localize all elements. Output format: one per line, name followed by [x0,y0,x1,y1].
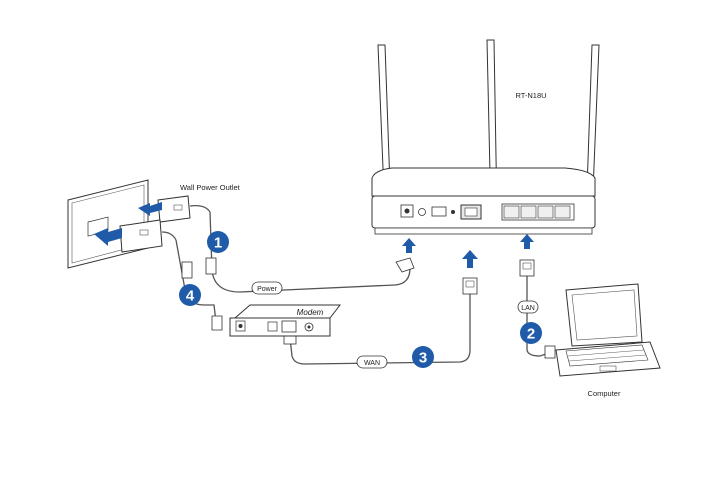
modem-power-adapter [119,219,177,253]
router-wan-port [460,204,482,220]
modem-ethernet-port [281,320,297,333]
modem-phone-port [267,321,278,332]
wan-cable-tag: WAN [356,355,388,369]
power-cable-tag: Power [251,281,283,295]
modem-power-cable-ferrite [181,261,193,279]
router: RT-N18U [371,39,600,235]
laptop-keyboard [565,344,649,367]
wan-cable-label: WAN [364,360,380,367]
router-lan-port-1 [503,205,520,219]
step-number: 4 [186,288,195,305]
modem-label: Modem [297,308,324,317]
router-lan-port-3 [537,205,554,219]
lan-cable [526,272,553,357]
computer-label: Computer [588,389,621,398]
step-number: 2 [527,326,535,343]
power-cable [209,211,411,293]
router-lan-port-4 [554,205,571,219]
modem-power-port [235,320,246,332]
lan-rj45-plug [519,259,535,277]
modem: Modem [229,304,342,337]
router-stand [374,227,593,235]
step-badge-3: 3 [412,346,434,368]
insert-arrow-icon [402,238,416,253]
step-badge-1: 1 [207,231,229,253]
router-power-port [400,204,414,218]
computer: Computer [555,283,661,398]
router-power-adapter [157,195,211,223]
plug-in-arrow-icon [138,202,162,216]
power-cable-ferrite [205,257,217,275]
power-cable-label: Power [257,286,278,293]
step-number: 1 [214,235,222,252]
router-lan-port-2 [520,205,537,219]
insert-arrow-icon [520,234,534,249]
modem-dc-plug [211,315,223,331]
modem-power-cable [175,239,217,323]
router-reset-button [451,210,455,214]
router-usb-port [431,206,447,217]
laptop-base [555,341,661,377]
lan-cable-tag: LAN [517,300,539,314]
plug-in-arrow-icon [94,228,122,246]
wall-power-outlet-label: Wall Power Outlet [180,183,241,192]
step-badge-4: 4 [179,284,201,306]
router-model-label: RT-N18U [515,91,546,100]
wan-rj45-plug [462,277,478,295]
computer-rj45-plug [544,345,556,359]
router-lan-ports [501,203,575,221]
laptop-touchpad [599,365,617,372]
dc-plug [395,257,415,273]
step-badge-2: 2 [520,322,542,344]
router-body [371,167,596,197]
step-number: 3 [419,350,427,367]
lan-cable-label: LAN [521,305,535,312]
insert-arrow-icon [462,250,478,268]
router-power-button [418,208,426,216]
